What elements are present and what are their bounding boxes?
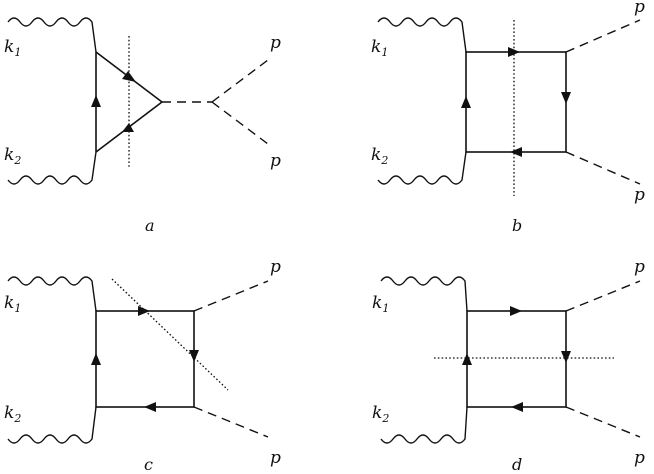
arrow-left-up — [91, 353, 101, 365]
label-k1: k1 — [372, 293, 389, 315]
label-p-top: p — [270, 257, 281, 277]
scalar-p-bottom — [565, 151, 641, 185]
label-k1: k1 — [371, 37, 388, 59]
label-p-bottom: p — [270, 448, 281, 468]
arrow-bottom-left — [510, 147, 522, 157]
arrow-up — [91, 95, 101, 107]
quark-box — [95, 310, 195, 408]
label-p-top: p — [634, 0, 645, 17]
arrow-right-down — [561, 351, 571, 363]
caption-a: a — [145, 216, 155, 235]
label-k2: k2 — [4, 403, 21, 425]
caption-b: b — [512, 216, 522, 235]
quark-box — [466, 310, 567, 408]
scalar-p-top — [565, 19, 641, 53]
label-k2: k2 — [4, 145, 21, 167]
label-p-bottom: p — [634, 185, 645, 205]
gluon-k1-line — [7, 17, 97, 53]
gluon-k1-line — [380, 276, 468, 312]
scalar-p-bottom — [193, 406, 269, 438]
label-k1: k1 — [4, 293, 21, 315]
caption-c: c — [144, 455, 153, 474]
arrow-top-right — [138, 306, 150, 316]
scalar-p-top — [193, 280, 269, 312]
arrow-bottom-left — [511, 402, 523, 412]
scalar-p-bottom — [565, 406, 641, 438]
gluon-k2-line — [7, 406, 97, 444]
gluon-k1-line — [7, 276, 97, 312]
label-p-bottom: p — [270, 151, 281, 171]
label-k2: k2 — [372, 403, 389, 425]
label-k1: k1 — [4, 37, 21, 59]
quark-box — [465, 51, 567, 153]
diagram-d: k1 k2 p p d — [372, 257, 645, 474]
scalar-p-top — [565, 280, 641, 312]
cut-line — [111, 278, 229, 391]
label-p-bottom: p — [634, 448, 645, 468]
arrow-left-up — [462, 353, 472, 365]
label-p-top: p — [270, 33, 281, 53]
diagram-a: k1 k2 p p a — [4, 17, 281, 235]
gluon-k1-line — [377, 17, 467, 53]
arrow-left-up — [461, 96, 471, 108]
arrow-right-down — [189, 350, 199, 362]
arrow-upper-right — [122, 71, 136, 82]
arrow-lower-left — [122, 123, 134, 132]
diagram-b: k1 k2 p p b — [371, 0, 645, 235]
arrow-bottom-left — [144, 402, 156, 412]
scalar-p-bottom — [211, 101, 269, 145]
arrow-top-right — [510, 306, 522, 316]
label-k2: k2 — [371, 145, 388, 167]
gluon-k2-line — [377, 151, 467, 185]
caption-d: d — [512, 455, 522, 474]
label-p-top: p — [634, 257, 645, 277]
diagram-c: k1 k2 p p c — [4, 257, 281, 474]
gluon-k2-line — [7, 151, 97, 185]
gluon-k2-line — [380, 406, 468, 444]
arrow-right-down — [561, 92, 571, 104]
scalar-p-top — [211, 59, 269, 103]
